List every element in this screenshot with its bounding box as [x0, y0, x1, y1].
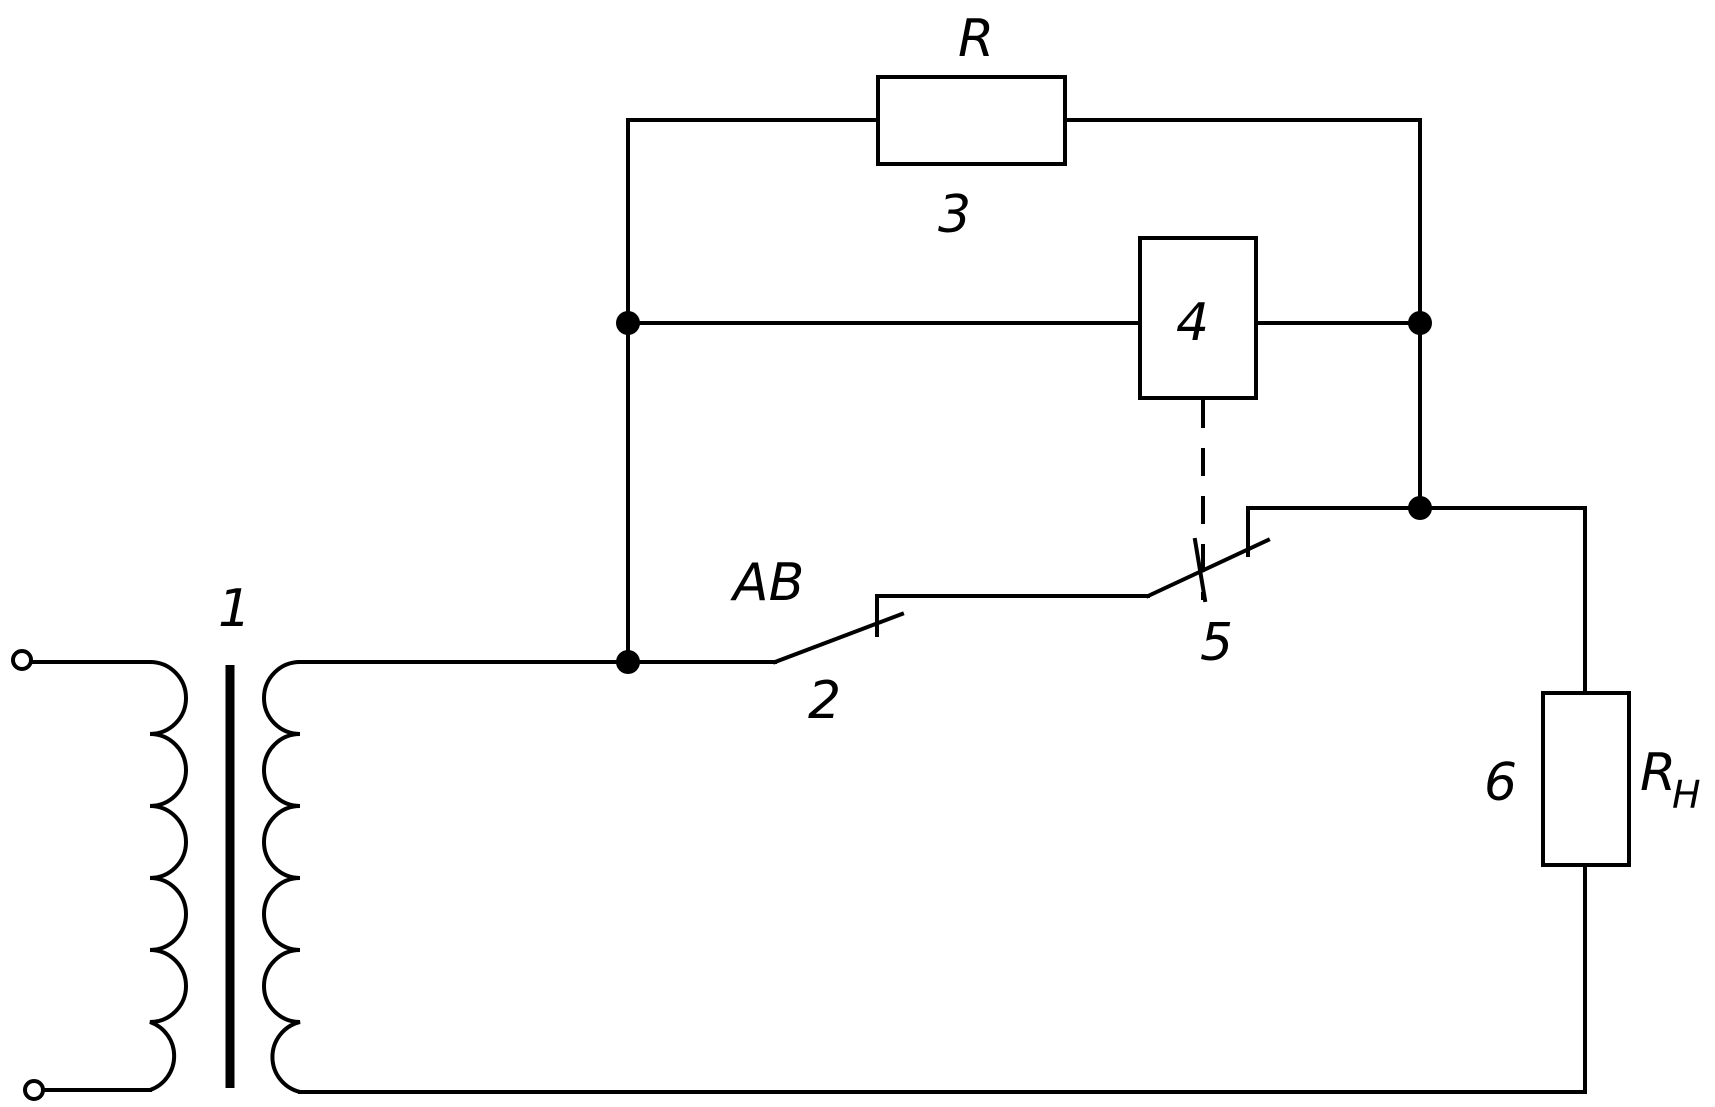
- load-resistor: [1543, 693, 1629, 865]
- label-relay-number: 4: [1176, 293, 1209, 353]
- contact-5: [1148, 508, 1268, 600]
- label-load-name: R: [1640, 743, 1676, 803]
- label-resistor-name: R: [958, 9, 994, 69]
- label-switch-number: 2: [808, 671, 841, 731]
- junction-node-1: [616, 650, 640, 674]
- junction-node-2: [616, 311, 640, 335]
- input-terminal-bottom: [25, 1081, 43, 1099]
- label-load-subscript: H: [1672, 773, 1701, 817]
- label-contact-number: 5: [1200, 613, 1233, 673]
- label-load-number: 6: [1484, 753, 1517, 813]
- primary-winding: [31, 662, 186, 1090]
- resistor-r: [878, 77, 1065, 164]
- label-switch-name: AB: [730, 553, 804, 613]
- label-resistor-number: 3: [938, 185, 971, 245]
- secondary-winding: [264, 662, 300, 1092]
- wiring: [300, 120, 1585, 1092]
- input-terminal-top: [13, 651, 31, 669]
- junction-node-4: [1408, 496, 1432, 520]
- label-transformer-number: 1: [218, 579, 251, 639]
- junction-node-3: [1408, 311, 1432, 335]
